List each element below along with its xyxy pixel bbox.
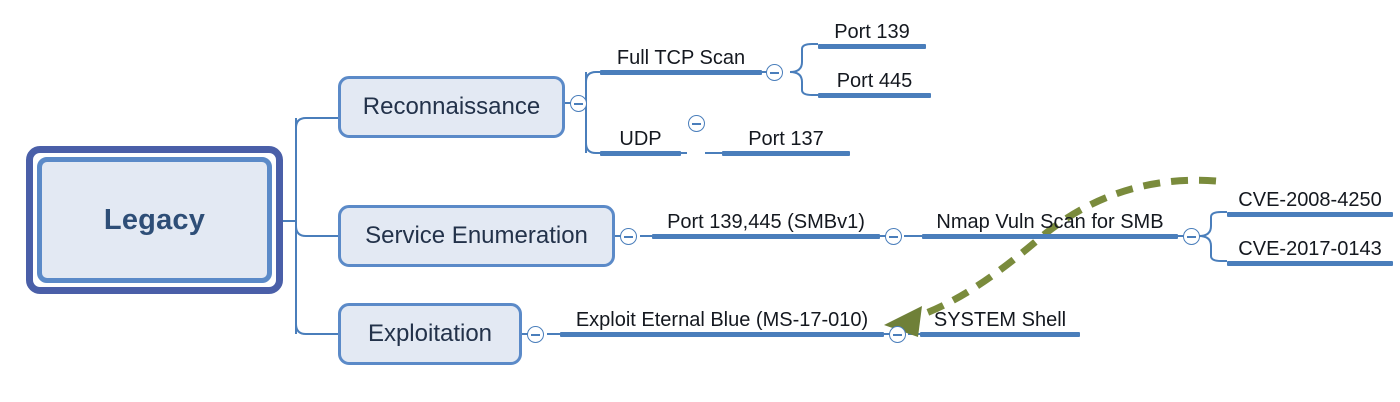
- topic-bar-full-tcp-scan: [600, 70, 762, 75]
- topic-port-139[interactable]: Port 139: [818, 4, 926, 49]
- branch-node-exploitation[interactable]: Exploitation: [338, 303, 522, 365]
- topic-bar-udp: [600, 151, 681, 156]
- topic-bar-port-139-445-smbv1: [652, 234, 880, 239]
- topic-label-port-139-445-smbv1: Port 139,445 (SMBv1): [667, 211, 865, 233]
- topic-bar-nmap-vuln-scan: [922, 234, 1178, 239]
- topic-bar-port-445: [818, 93, 931, 98]
- root-label: Legacy: [103, 203, 206, 236]
- collapse-toggle-full-tcp-scan-icon[interactable]: [766, 64, 783, 81]
- topic-label-nmap-vuln-scan: Nmap Vuln Scan for SMB: [936, 211, 1164, 233]
- topic-bar-system-shell: [920, 332, 1080, 337]
- branch-node-service-enumeration[interactable]: Service Enumeration: [338, 205, 615, 267]
- collapse-toggle-exploit-eternal-blue-icon[interactable]: [889, 326, 906, 343]
- edge-reconnaissance-to-udp: [585, 142, 600, 154]
- topic-bar-port-137: [722, 151, 850, 156]
- topic-label-port-137: Port 137: [748, 128, 824, 150]
- topic-label-full-tcp-scan: Full TCP Scan: [616, 47, 746, 69]
- root-node[interactable]: Legacy: [26, 146, 283, 294]
- branch-label-service-enumeration: Service Enumeration: [365, 222, 588, 249]
- branch-label-reconnaissance: Reconnaissance: [362, 93, 541, 120]
- root-node-inner: Legacy: [37, 157, 272, 283]
- topic-label-cve-2008-4250: CVE-2008-4250: [1238, 189, 1382, 211]
- edge-nmap-fork-top: [1198, 211, 1227, 237]
- topic-cve-2008-4250[interactable]: CVE-2008-4250: [1227, 172, 1393, 217]
- topic-bar-port-139: [818, 44, 926, 49]
- topic-label-udp: UDP: [619, 128, 662, 150]
- topic-port-445[interactable]: Port 445: [818, 53, 931, 98]
- edge-root-to-reconnaissance: [295, 117, 338, 129]
- collapse-toggle-reconnaissance-icon[interactable]: [570, 95, 587, 112]
- collapse-toggle-exploitation-icon[interactable]: [527, 326, 544, 343]
- topic-bar-exploit-eternal-blue: [560, 332, 884, 337]
- edge-root-to-service-enumeration: [295, 225, 338, 237]
- topic-label-cve-2017-0143: CVE-2017-0143: [1238, 238, 1382, 260]
- branch-node-reconnaissance[interactable]: Reconnaissance: [338, 76, 565, 138]
- edge-nmap-fork-bottom: [1198, 235, 1227, 262]
- topic-label-exploit-eternal-blue: Exploit Eternal Blue (MS-17-010): [575, 309, 869, 331]
- topic-udp[interactable]: UDP: [600, 111, 681, 156]
- collapse-toggle-udp-icon[interactable]: [688, 115, 705, 132]
- topic-bar-cve-2017-0143: [1227, 261, 1393, 266]
- topic-port-137[interactable]: Port 137: [722, 111, 850, 156]
- topic-label-port-139: Port 139: [834, 21, 910, 43]
- topic-cve-2017-0143[interactable]: CVE-2017-0143: [1227, 221, 1393, 266]
- topic-label-port-445: Port 445: [836, 70, 913, 92]
- topic-port-139-445-smbv1[interactable]: Port 139,445 (SMBv1): [652, 194, 880, 239]
- topic-full-tcp-scan[interactable]: Full TCP Scan: [600, 30, 762, 75]
- branch-label-exploitation: Exploitation: [367, 320, 493, 347]
- edge-root-to-exploitation: [295, 323, 338, 335]
- collapse-toggle-nmap-vuln-scan-icon[interactable]: [1183, 228, 1200, 245]
- topic-exploit-eternal-blue[interactable]: Exploit Eternal Blue (MS-17-010): [560, 292, 884, 337]
- collapse-toggle-service-enumeration-icon[interactable]: [620, 228, 637, 245]
- topic-nmap-vuln-scan[interactable]: Nmap Vuln Scan for SMB: [922, 194, 1178, 239]
- topic-system-shell[interactable]: SYSTEM Shell: [920, 292, 1080, 337]
- topic-bar-cve-2008-4250: [1227, 212, 1393, 217]
- edge-fulltcp-fork-top: [789, 43, 818, 73]
- edge-reconnaissance-to-fulltcp: [585, 71, 600, 83]
- collapse-toggle-port-139-445-smbv1-icon[interactable]: [885, 228, 902, 245]
- edge-fulltcp-fork-bottom: [789, 71, 818, 96]
- topic-label-system-shell: SYSTEM Shell: [933, 309, 1067, 331]
